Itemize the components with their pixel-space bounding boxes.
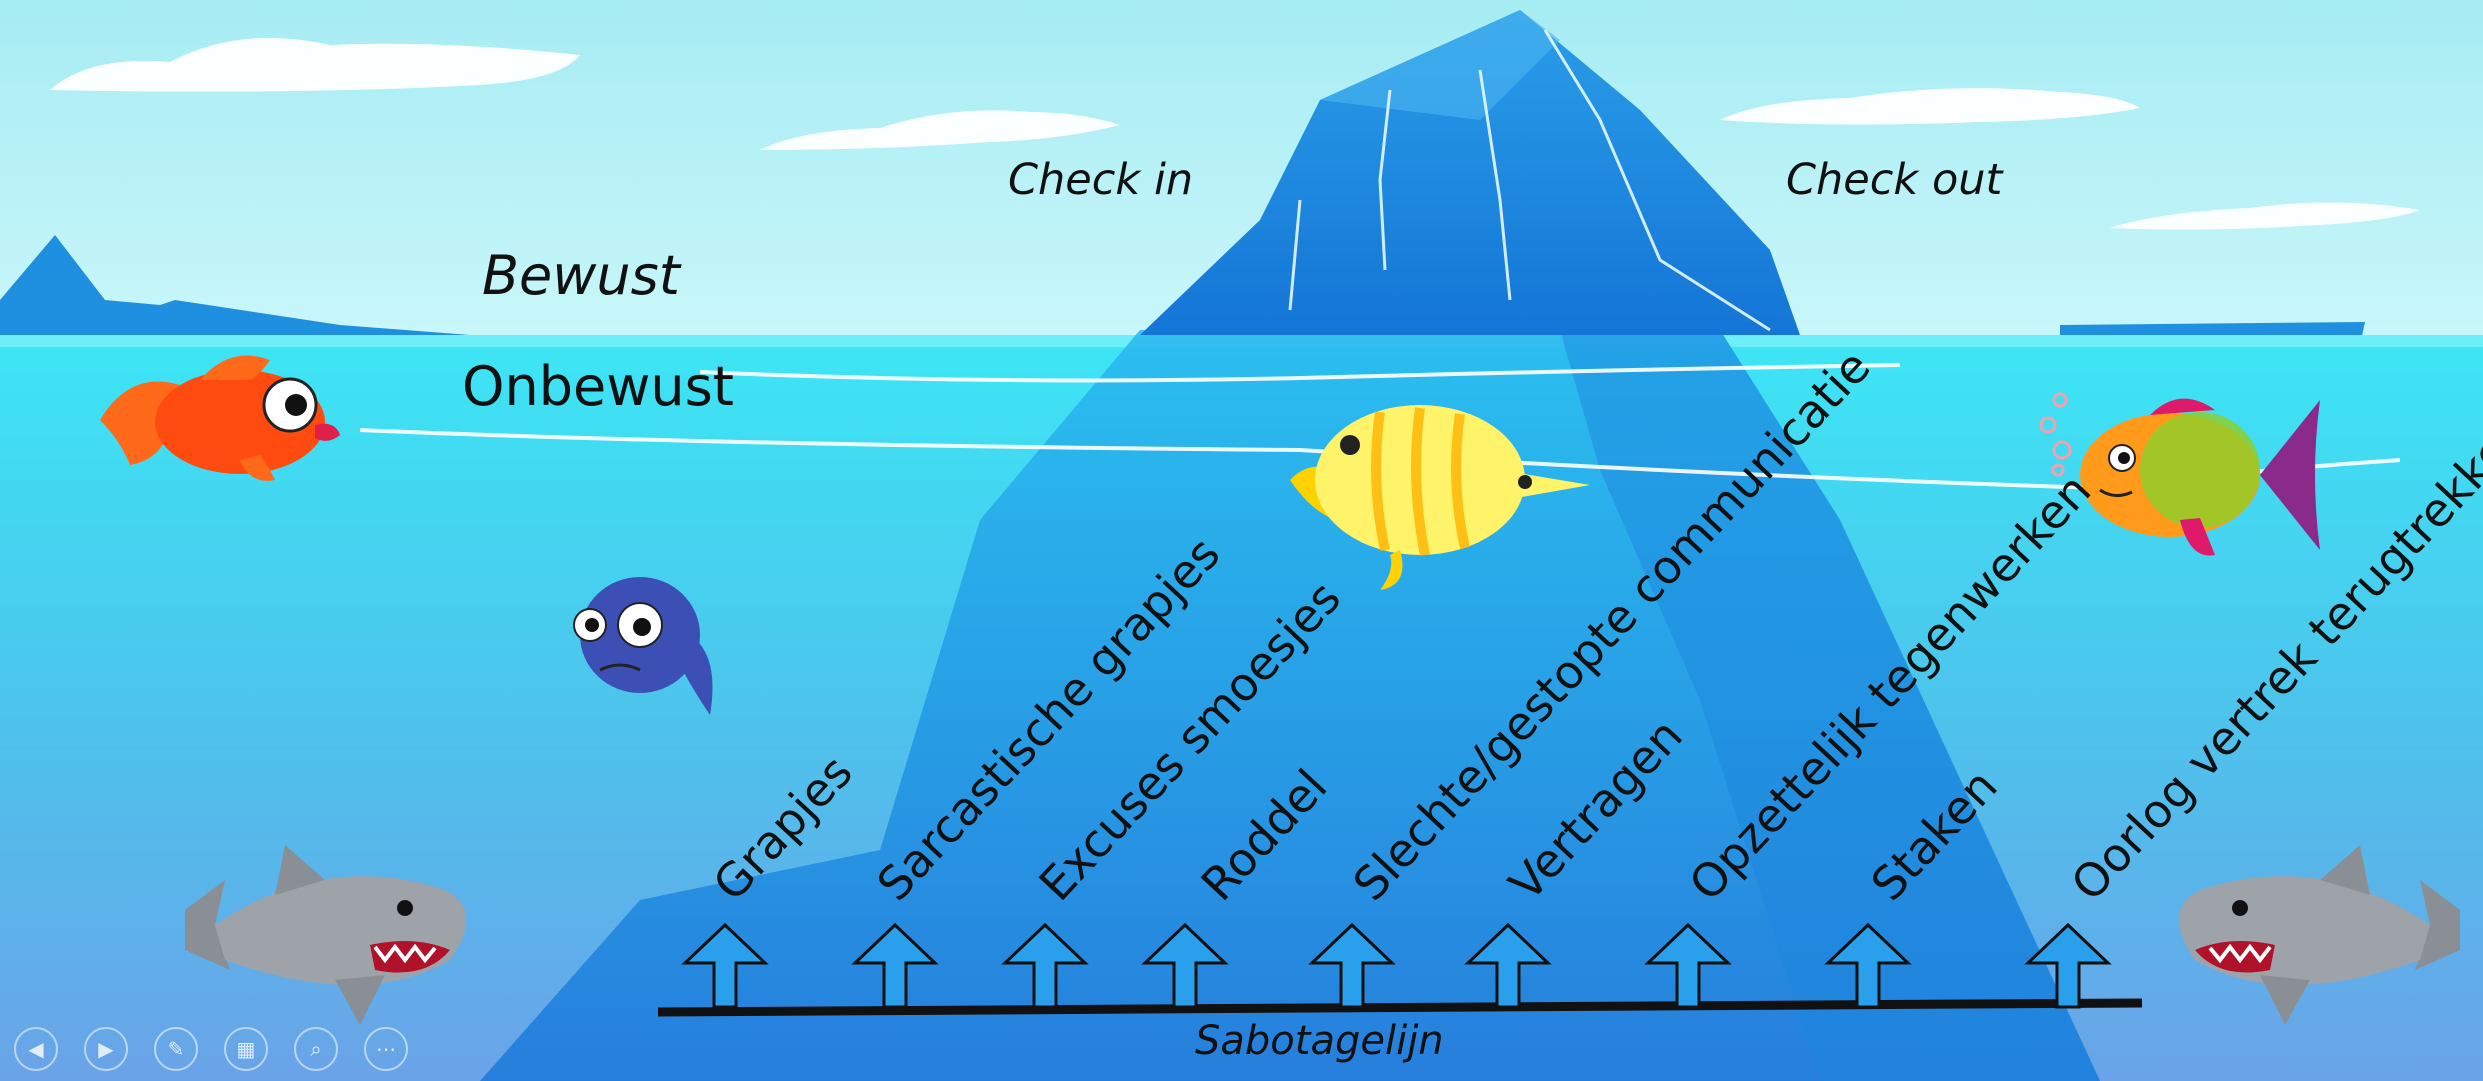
check-in-label: Check in: [1008, 155, 1194, 205]
up-arrow-icon: [1644, 922, 1732, 1009]
onbewust-label: Onbewust: [462, 355, 734, 418]
up-arrow-icon: [1141, 922, 1229, 1009]
check-out-label: Check out: [1786, 155, 2003, 205]
blue-fish-icon: [573, 577, 713, 715]
rainbow-fish-icon: [2039, 392, 2320, 556]
more-icon[interactable]: ⋯: [364, 1027, 408, 1071]
slides-icon[interactable]: ▦: [224, 1027, 268, 1071]
slideshow-toolbar: ◀ ▶ ✎ ▦ ⌕ ⋯: [14, 1027, 408, 1073]
up-arrow-icon: [851, 922, 939, 1009]
up-arrow-icon: [1308, 922, 1396, 1009]
zoom-icon[interactable]: ⌕: [294, 1027, 338, 1071]
up-arrow-icon: [2024, 922, 2112, 1009]
distant-iceberg-left: [0, 235, 470, 335]
butterfly-fish-icon: [1290, 405, 1590, 590]
previous-icon[interactable]: ◀: [14, 1027, 58, 1071]
next-icon[interactable]: ▶: [84, 1027, 128, 1071]
shark-left-icon: [185, 845, 467, 1025]
sabotagelijn-label: Sabotagelijn: [1195, 1018, 1444, 1064]
sabotage-line: [657, 998, 2143, 1017]
clouds: [50, 37, 2420, 230]
up-arrow-icon: [1824, 922, 1912, 1009]
up-arrow-icon: [1464, 922, 1552, 1009]
iceberg-tip: [1140, 10, 1800, 335]
up-arrow-icon: [1001, 922, 1089, 1009]
goldfish-icon: [100, 355, 340, 481]
bewust-label: Bewust: [482, 244, 680, 307]
arrows: [681, 922, 2112, 1009]
shark-right-icon: [2178, 845, 2460, 1025]
up-arrow-icon: [681, 922, 769, 1009]
pen-icon[interactable]: ✎: [154, 1027, 198, 1071]
